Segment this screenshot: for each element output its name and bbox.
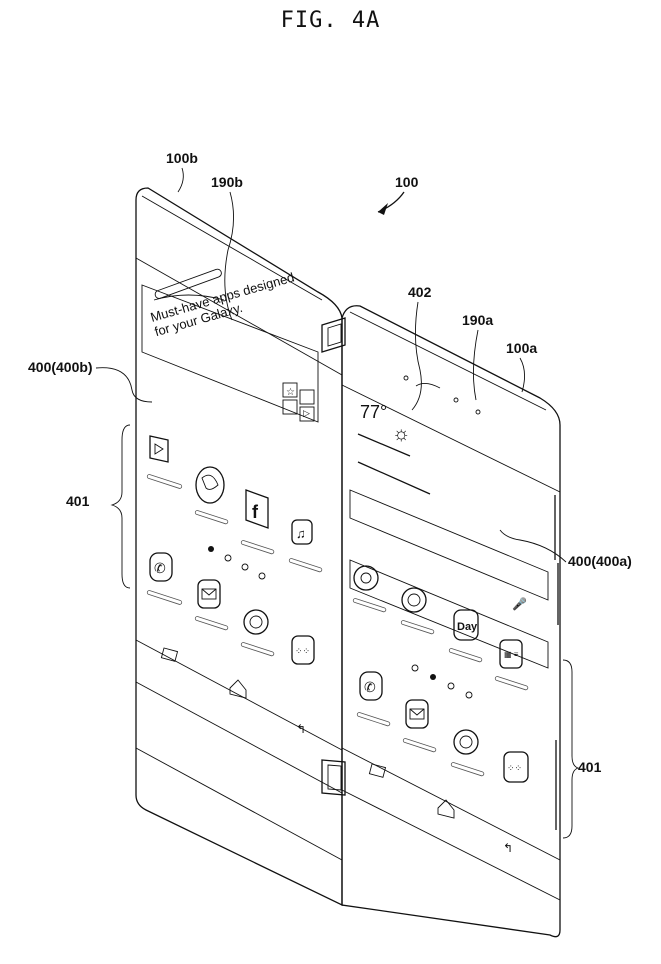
svg-text:▷: ▷ <box>303 408 310 418</box>
temperature-text: 77° <box>360 402 387 422</box>
back-icon: ↰ <box>296 722 306 736</box>
label-401-left: 401 <box>66 493 90 509</box>
svg-text:f: f <box>252 502 259 522</box>
label-190b: 190b <box>211 174 243 190</box>
left-row1-icons: f ♫ <box>149 435 313 545</box>
label-400-400a: 400(400a) <box>568 553 632 569</box>
search-bar <box>349 489 549 601</box>
svg-text:⁘⁘: ⁘⁘ <box>507 763 522 773</box>
mic-icon: 🎤 <box>512 596 527 611</box>
right-row2-icons: ✆ ⁘⁘ <box>359 671 529 783</box>
label-402: 402 <box>408 284 432 300</box>
banner-play-icon <box>299 406 315 422</box>
sun-icon: ☼ <box>392 423 410 445</box>
music-icon <box>291 519 313 545</box>
maps-icon <box>353 565 379 591</box>
svg-text:Day: Day <box>457 621 478 633</box>
label-100b: 100b <box>166 150 198 166</box>
label-401-right: 401 <box>578 759 602 775</box>
svg-text:⁘⁘: ⁘⁘ <box>295 646 310 656</box>
figure-title: FIG. 4A <box>280 8 381 33</box>
phone-icon <box>149 552 173 582</box>
label-190a: 190a <box>462 312 493 328</box>
banner-game-icon <box>282 399 298 415</box>
left-device: ☆ ▷ f ♫ ✆ <box>135 187 343 907</box>
svg-text:✆: ✆ <box>364 679 376 695</box>
apps-icon <box>503 751 529 783</box>
svg-text:▦ ≡: ▦ ≡ <box>504 650 519 659</box>
camera-icon <box>401 587 427 613</box>
label-400-400b: 400(400b) <box>28 359 93 375</box>
recent-apps-icon <box>160 647 179 662</box>
banner-star-icon <box>282 382 298 398</box>
right-device: 77° ☼ 🎤 Day ▦ ≡ ✆ <box>341 305 561 938</box>
left-row2-icons: ✆ ⁘⁘ <box>149 552 315 665</box>
hinge <box>321 317 346 796</box>
calendar-day-icon <box>453 609 479 641</box>
browser-icon <box>243 609 269 635</box>
label-100: 100 <box>395 174 419 190</box>
facebook-icon <box>245 489 269 529</box>
email-icon <box>197 579 221 609</box>
svg-text:♫: ♫ <box>296 526 306 541</box>
browser-icon <box>453 729 479 755</box>
recent-apps-icon <box>368 763 387 778</box>
svg-text:✆: ✆ <box>154 560 166 576</box>
label-100a: 100a <box>506 340 537 356</box>
settings-icon <box>499 639 523 669</box>
phone-icon <box>359 671 383 701</box>
play-store-icon <box>149 435 169 463</box>
apps-icon <box>291 635 315 665</box>
gallery-icon <box>195 466 225 504</box>
home-icon <box>437 799 455 819</box>
email-icon <box>405 699 429 729</box>
right-row1-icons: Day ▦ ≡ <box>353 565 523 669</box>
banner-doc-icon <box>299 389 315 405</box>
home-icon <box>229 679 247 699</box>
svg-text:☆: ☆ <box>286 387 295 398</box>
back-icon: ↰ <box>503 841 513 855</box>
